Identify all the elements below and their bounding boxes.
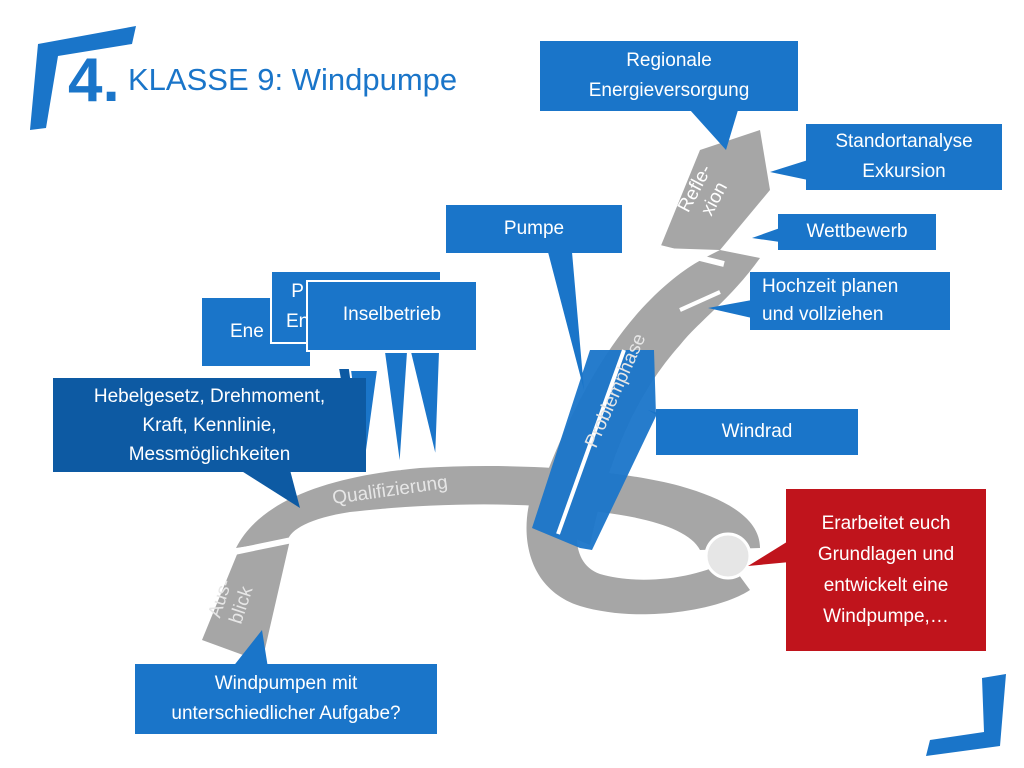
callout-standortanalyse: Standortanalyse Exkursion [806, 124, 1002, 190]
callout-hochzeit: Hochzeit planen und vollziehen [750, 272, 950, 330]
callout-regionale-energieversorgung: Regionale Energieversorgung [540, 41, 798, 111]
page-title: KLASSE 9: Windpumpe [128, 62, 458, 97]
path-segment-reflexion [660, 130, 770, 250]
callout-inselbetrieb: Inselbetrieb [306, 280, 478, 352]
callout-erarbeitet: Erarbeitet euch Grundlagen und entwickel… [786, 489, 986, 651]
section-number: 4. [68, 46, 120, 115]
callout-pumpe: Pumpe [446, 205, 622, 253]
callout-wettbewerb: Wettbewerb [778, 214, 936, 250]
corner-bracket-bottom-right [926, 674, 1006, 756]
corner-bracket-top-left [30, 26, 136, 130]
callout-windrad: Windrad [656, 409, 858, 455]
callout-windpumpen: Windpumpen mit unterschiedlicher Aufgabe… [135, 664, 437, 734]
path-segment-qualifizierung [236, 466, 760, 550]
path-segment-ausblick [202, 540, 290, 662]
windrad-highlight [532, 350, 656, 550]
callout-hebelgesetz: Hebelgesetz, Drehmoment, Kraft, Kennlini… [53, 378, 366, 472]
path-segment-loop [526, 500, 750, 615]
start-marker [704, 532, 752, 580]
